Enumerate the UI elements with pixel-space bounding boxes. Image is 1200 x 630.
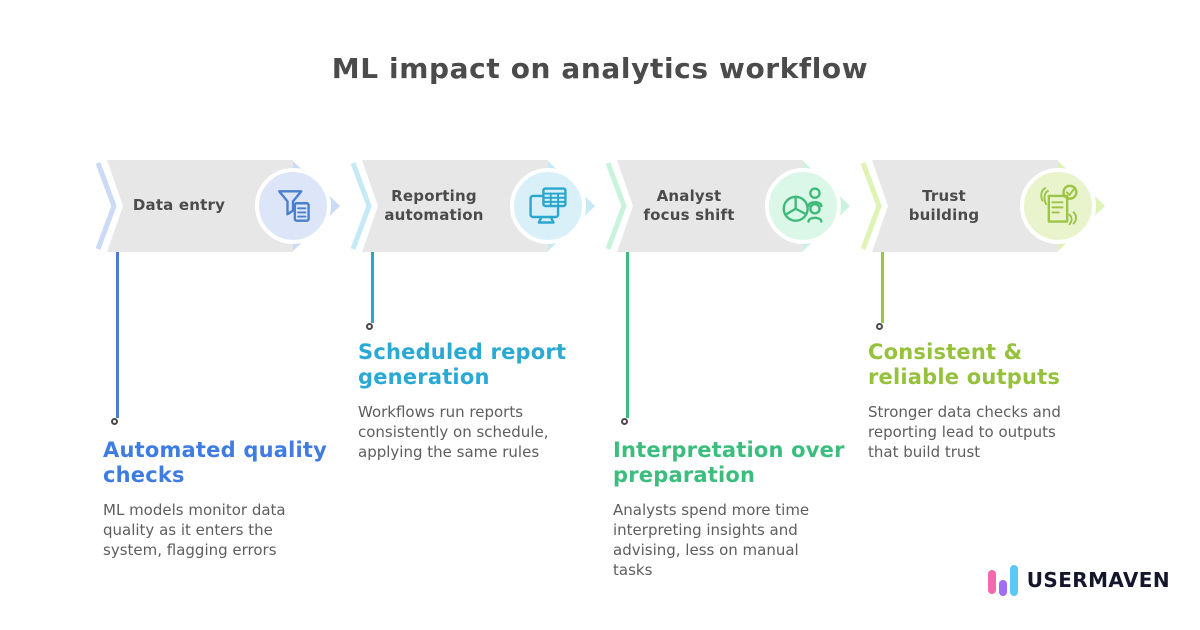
arrow-tail-stripe xyxy=(350,162,372,250)
step-label: Reporting automation xyxy=(384,186,484,225)
usermaven-logo-text: USERMAVEN xyxy=(1026,568,1170,592)
logo-bar-blue xyxy=(1009,565,1018,596)
callout-body: Workflows run reports consistently on sc… xyxy=(358,403,549,462)
arrow-tail-stripe xyxy=(95,162,117,250)
logo-bar-pink xyxy=(987,570,996,594)
connector-line xyxy=(881,252,884,323)
connector-ring xyxy=(366,323,373,330)
icon-circle xyxy=(765,168,841,244)
hands-checklist-icon xyxy=(1040,184,1078,226)
callout-automated-quality-checks: Automated quality checks ML models monit… xyxy=(103,438,339,561)
callout-title: Scheduled report generation xyxy=(358,340,567,390)
callout-consistent-reliable-outputs: Consistent & reliable outputs Stronger d… xyxy=(868,340,1104,463)
step-analyst-focus-shift: Analyst focus shift Interpretation over … xyxy=(605,160,855,630)
page-title: ML impact on analytics workflow xyxy=(331,52,869,85)
connector-ring xyxy=(111,418,118,425)
usermaven-logo: USERMAVEN xyxy=(987,564,1170,596)
arrow-tail-stripe xyxy=(860,162,882,250)
connector-line xyxy=(626,252,629,418)
arrow-body xyxy=(617,160,803,252)
callout-title: Interpretation over preparation xyxy=(613,438,845,488)
monitor-spreadsheet-icon xyxy=(529,187,567,224)
connector-ring xyxy=(621,418,628,425)
arrow-body xyxy=(107,160,293,252)
pie-chart-people-icon xyxy=(782,187,823,223)
callout-body: Stronger data checks and reporting lead … xyxy=(868,403,1061,462)
step-data-entry: Data entry Automated quality checks ML m… xyxy=(95,160,345,630)
callout-interpretation-over-preparation: Interpretation over preparation Analysts… xyxy=(613,438,849,581)
step-label: Data entry xyxy=(132,196,226,215)
step-reporting-automation: Reporting automation Scheduled report ge… xyxy=(350,160,600,630)
callout-scheduled-report-generation: Scheduled report generation Workflows ru… xyxy=(358,340,594,463)
connector-line xyxy=(371,252,374,323)
usermaven-logo-bars-icon xyxy=(987,564,1018,596)
callout-body: Analysts spend more time interpreting in… xyxy=(613,501,810,580)
funnel-filter-document-icon xyxy=(278,190,310,222)
arrow-body xyxy=(362,160,548,252)
callout-title: Consistent & reliable outputs xyxy=(868,340,1061,390)
logo-bar-purple xyxy=(998,580,1007,596)
step-label: Analyst focus shift xyxy=(643,186,735,225)
callout-body: ML models monitor data quality as it ent… xyxy=(103,501,286,560)
connector-line xyxy=(116,252,119,418)
step-label: Trust building xyxy=(908,186,980,225)
process-arrow xyxy=(605,160,850,252)
arrow-body xyxy=(872,160,1058,252)
step-trust-building: Trust building Consistent & reliable out… xyxy=(860,160,1110,630)
connector-ring xyxy=(876,323,883,330)
arrow-tail-stripe xyxy=(605,162,627,250)
callout-title: Automated quality checks xyxy=(103,438,328,488)
